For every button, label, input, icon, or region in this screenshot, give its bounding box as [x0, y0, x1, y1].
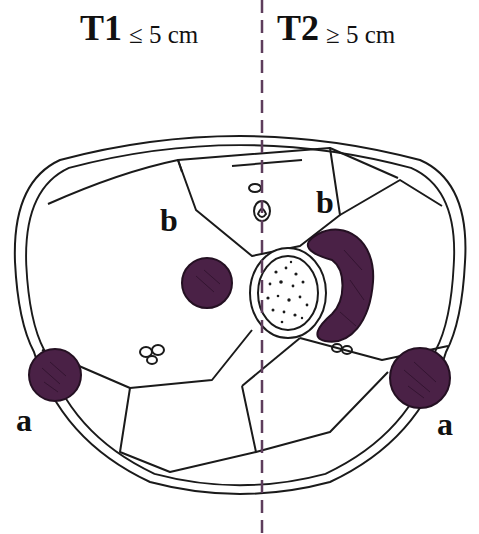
compartment-line [232, 160, 302, 166]
posterior-compartment [120, 386, 256, 472]
nerve-vessel [342, 346, 352, 354]
bone-marrow [266, 261, 308, 324]
tumor-superficial [390, 348, 450, 408]
nerve-vessel [147, 356, 157, 364]
compartment-line [242, 338, 300, 386]
compartment-line [330, 148, 398, 178]
tumor-deep [308, 230, 373, 342]
compartment-line [178, 160, 182, 172]
compartment-line [256, 372, 388, 452]
compartment-line [340, 180, 442, 215]
tumor-superficial [29, 349, 81, 401]
nerve-vessel [332, 344, 342, 352]
tumor-label: b [316, 186, 334, 218]
dividing-line [261, 0, 264, 534]
tumor-label: a [437, 408, 453, 440]
size-threshold: ≥ 5 cm [326, 22, 395, 47]
skin-outline [15, 136, 466, 494]
tumor-deep [182, 258, 232, 308]
nerve-vessel [152, 345, 164, 355]
tumor-label: b [160, 204, 178, 236]
compartment-line [48, 160, 178, 204]
tumor-texture [42, 250, 436, 398]
bone-cortex [258, 256, 318, 330]
size-threshold: ≤ 5 cm [129, 22, 198, 47]
stage-label: T1 [80, 10, 122, 46]
vessel [249, 184, 261, 192]
stage-label: T2 [277, 10, 319, 46]
tumor-label: a [16, 404, 32, 436]
fascia-outline [26, 145, 454, 485]
